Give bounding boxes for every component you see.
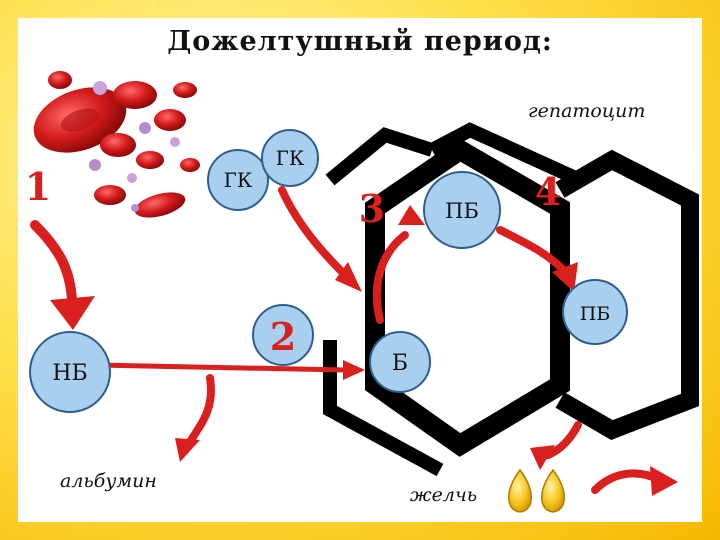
- pb2-circle: [562, 279, 628, 345]
- arrow-4: [496, 226, 569, 276]
- b-circle: [369, 331, 431, 393]
- blood-cells-image: [33, 71, 200, 218]
- hepatocyte-shape: [323, 122, 699, 477]
- arrow-to-b: [92, 362, 348, 373]
- bile-drops-icon: [508, 468, 565, 513]
- pb1-circle: [423, 171, 501, 249]
- pb2-label: ПБ: [580, 303, 611, 325]
- arrow-right: [591, 469, 664, 494]
- arrow-b-to-pb: [372, 231, 409, 324]
- arrow-3: [278, 186, 352, 282]
- pb1-label: ПБ: [445, 199, 479, 223]
- gk1-circle: [207, 149, 269, 211]
- hepatocyte-label: гепатоцит: [528, 100, 646, 122]
- arrow-1: [30, 220, 77, 305]
- slide-title: Дожелтушный период:: [167, 26, 553, 57]
- gk2-circle: [261, 129, 319, 187]
- bile-label: желчь: [410, 484, 478, 506]
- b-label: Б: [392, 351, 408, 376]
- gk2-label: ГК: [276, 146, 305, 170]
- step-2-circle: [252, 304, 314, 366]
- arrow-pb-down: [544, 421, 582, 459]
- nb-label: НБ: [52, 361, 87, 386]
- albumin-label: альбумин: [60, 470, 157, 492]
- step-3: 3: [359, 186, 385, 231]
- step-4: 4: [535, 169, 561, 214]
- arrow-to-albumin: [184, 374, 215, 449]
- step-2: 2: [270, 314, 296, 359]
- arrow-heads: [50, 205, 678, 496]
- step-1: 1: [25, 164, 51, 209]
- node-circles: [29, 129, 628, 413]
- nb-circle: [29, 331, 111, 413]
- gk1-label: ГК: [224, 168, 253, 192]
